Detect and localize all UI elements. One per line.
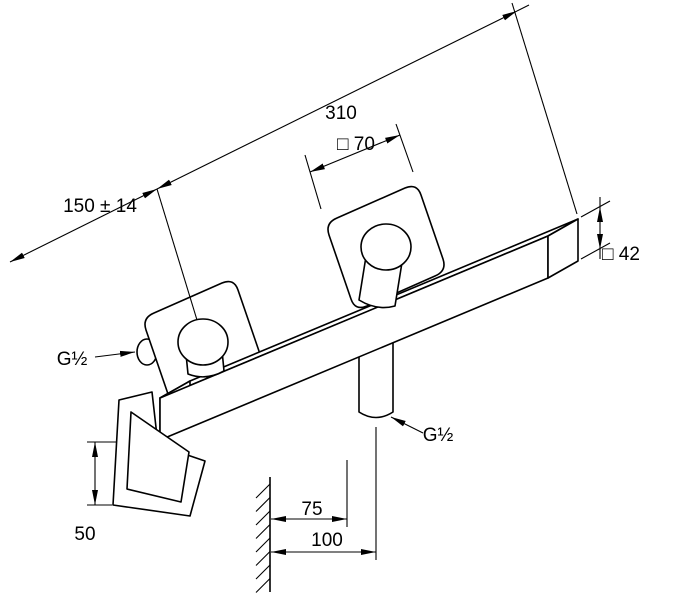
wall-section [255,477,271,593]
dim-line-70 [309,134,401,173]
connector-collar-left [177,318,229,366]
body-end-face-right [547,218,579,279]
dim-label-310: 310 [325,103,357,124]
dim-label-70: □ 70 [337,134,375,155]
dimension-annotations [9,2,611,560]
leader-thread-left [94,350,136,358]
extension-line-escutcheon-right-edge [395,123,414,173]
dim-line-310-overshoot [516,4,530,12]
leader-thread-bottom [390,416,424,434]
extension-line-body-right-end [511,2,578,215]
thread-label-left: G½ [57,349,88,370]
dim-line-150 [9,188,158,263]
dim-line-310 [156,10,518,190]
connector-collar-right [360,223,412,271]
outlet-spout [358,334,394,419]
dim-label-75: 75 [301,499,322,520]
dim-label-100: 100 [311,530,343,551]
extension-line-section-bottom [580,242,611,260]
extension-line-left-connection [156,188,198,321]
wall-hatching [255,483,271,593]
lever-handle-opening [126,411,190,503]
dimension-labels: 310 □ 70 150 ± 14 □ 42 G½ G½ 75 100 50 [57,103,640,551]
thread-label-bottom: G½ [423,425,454,446]
extension-line-escutcheon-left-edge [304,154,322,210]
dim-label-42: □ 42 [602,244,640,265]
dim-label-50: 50 [74,524,95,545]
extension-line-section-top [580,200,611,218]
dim-label-150: 150 ± 14 [63,196,137,217]
fixture-outline [112,185,579,517]
